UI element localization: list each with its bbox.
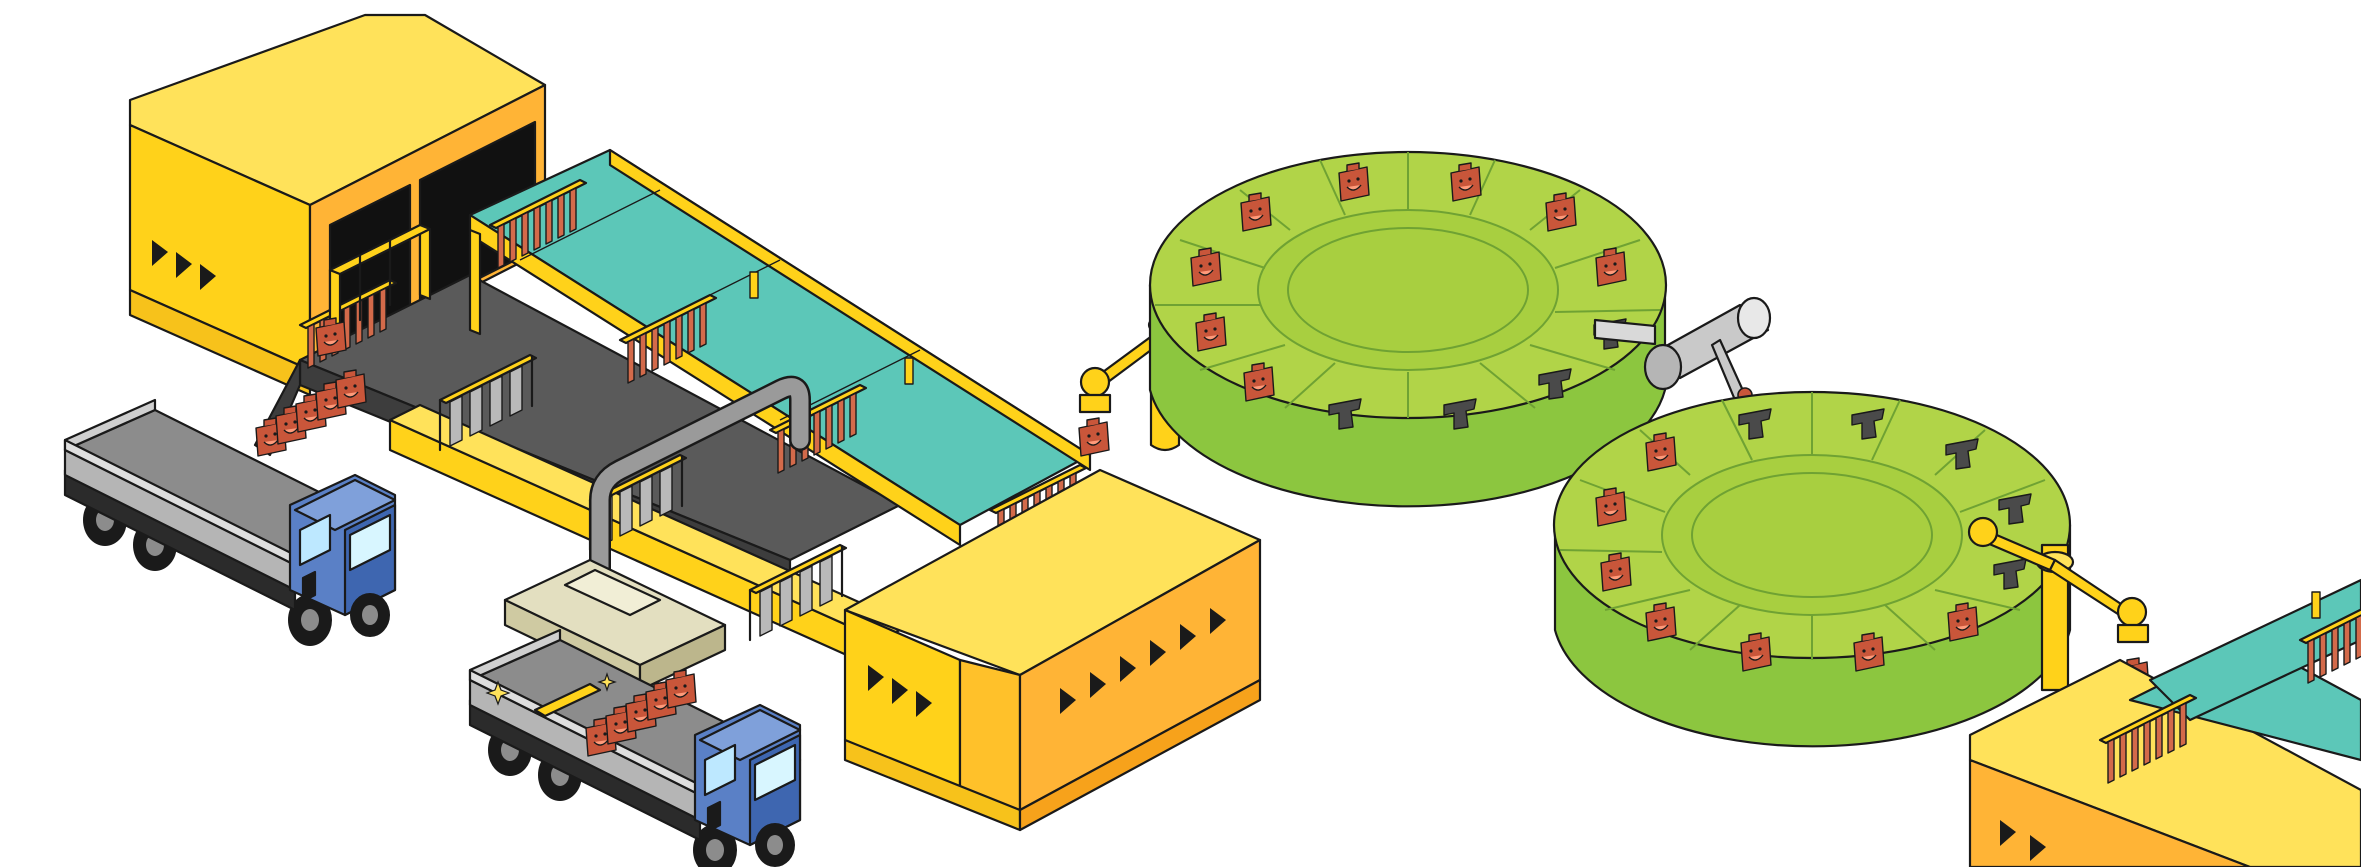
right-factory-building — [1968, 578, 2361, 867]
robot-arm-2 — [1967, 516, 2150, 697]
feed-pipe — [589, 375, 811, 601]
casting-building — [843, 468, 1262, 832]
sparkle-icon — [485, 672, 617, 706]
electrolysis-tank — [468, 148, 1092, 547]
truck-cargo-anodes — [485, 669, 697, 757]
delivery-truck-left — [63, 398, 397, 648]
ladle-icon — [1593, 296, 1772, 403]
casting-wheel-bottom — [1552, 390, 2072, 748]
casting-wheel-top — [1148, 150, 1668, 508]
